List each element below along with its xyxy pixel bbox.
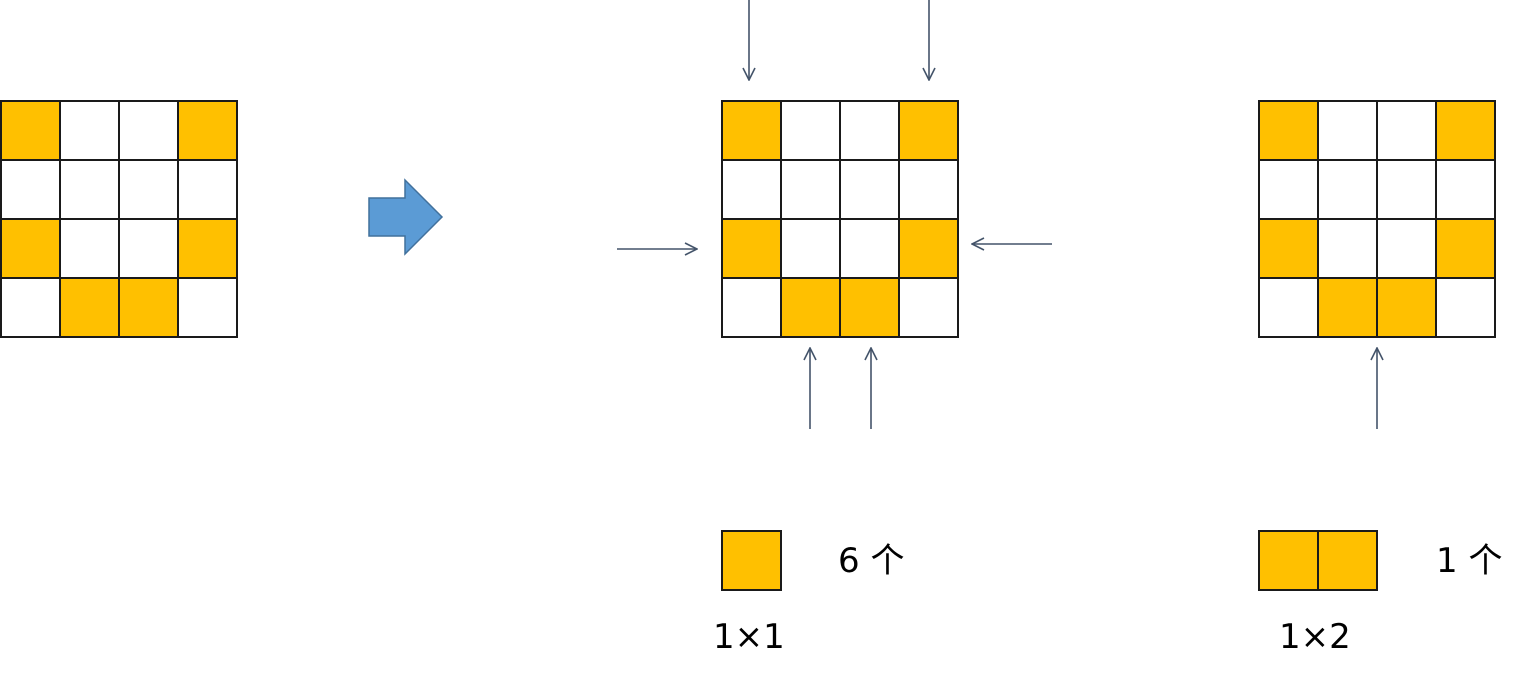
empty-cell	[721, 159, 782, 220]
empty-cell	[780, 159, 841, 220]
empty-cell	[839, 100, 900, 161]
filled-cell	[898, 100, 959, 161]
empty-cell	[839, 159, 900, 220]
legend-1x1-size: 1×1	[713, 617, 785, 657]
empty-cell	[1376, 218, 1437, 279]
filled-cell	[0, 218, 61, 279]
empty-cell	[0, 277, 61, 338]
original-grid	[0, 100, 238, 338]
empty-cell	[59, 159, 120, 220]
empty-cell	[1317, 100, 1378, 161]
empty-cell	[1258, 159, 1319, 220]
empty-cell	[898, 159, 959, 220]
empty-cell	[118, 218, 179, 279]
empty-cell	[1258, 277, 1319, 338]
empty-cell	[1435, 277, 1496, 338]
empty-cell	[780, 100, 841, 161]
filled-cell	[59, 277, 120, 338]
empty-cell	[1317, 159, 1378, 220]
empty-cell	[59, 100, 120, 161]
filled-cell	[780, 277, 841, 338]
filled-cell	[839, 277, 900, 338]
legend-1x1-block	[721, 530, 782, 591]
filled-cell	[1258, 218, 1319, 279]
filled-cell	[1317, 277, 1378, 338]
filled-cell	[898, 218, 959, 279]
empty-cell	[721, 277, 782, 338]
right-grid	[1258, 100, 1496, 338]
filled-cell	[1258, 100, 1319, 161]
empty-cell	[1435, 159, 1496, 220]
legend-1x2-block	[1258, 530, 1378, 591]
empty-cell	[118, 159, 179, 220]
empty-cell	[177, 159, 238, 220]
empty-cell	[839, 218, 900, 279]
filled-cell	[118, 277, 179, 338]
filled-cell	[721, 218, 782, 279]
empty-cell	[177, 277, 238, 338]
filled-cell	[1435, 100, 1496, 161]
filled-cell	[1376, 277, 1437, 338]
filled-cell	[0, 100, 61, 161]
filled-cell	[177, 218, 238, 279]
empty-cell	[118, 100, 179, 161]
empty-cell	[898, 277, 959, 338]
empty-cell	[59, 218, 120, 279]
empty-cell	[1317, 218, 1378, 279]
filled-cell	[177, 100, 238, 161]
legend-1x2-cell	[1258, 530, 1319, 591]
empty-cell	[1376, 159, 1437, 220]
filled-cell	[1435, 218, 1496, 279]
empty-cell	[0, 159, 61, 220]
legend-1x2-cell	[1317, 530, 1378, 591]
legend-1x2-size: 1×2	[1279, 617, 1351, 657]
legend-1x1-count: 6 个	[838, 541, 905, 581]
filled-cell	[721, 100, 782, 161]
middle-indicator-arrows	[617, 0, 1052, 429]
middle-grid	[721, 100, 959, 338]
empty-cell	[780, 218, 841, 279]
empty-cell	[1376, 100, 1437, 161]
transform-arrow-icon	[368, 178, 444, 256]
legend-1x2-count: 1 个	[1436, 541, 1503, 581]
